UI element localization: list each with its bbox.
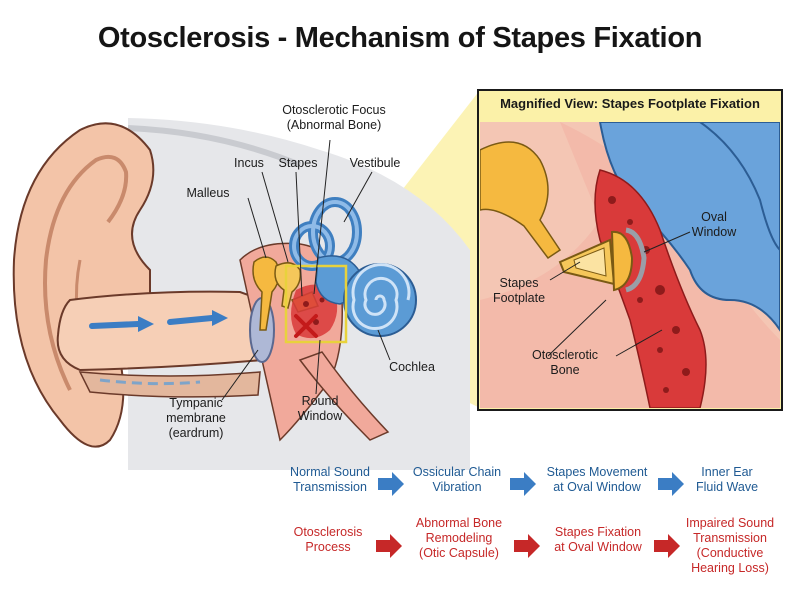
otosclerosis-flow-arrows bbox=[376, 534, 680, 558]
label-stapes: Stapes bbox=[278, 156, 318, 170]
flow-normal-step-3: Stapes Movement at Oval Window bbox=[546, 465, 648, 494]
magnified-otosclerotic-bone bbox=[594, 169, 707, 408]
label-incus: Incus bbox=[234, 156, 264, 170]
label-tympanic-membrane: Tympanic membrane (eardrum) bbox=[166, 396, 226, 440]
flow-normal-step-4: Inner Ear Fluid Wave bbox=[695, 465, 759, 494]
flow-otosclerosis-step-4: Impaired Sound Transmission (Conductive … bbox=[685, 516, 775, 575]
fixation-x bbox=[294, 314, 318, 338]
focus-box bbox=[284, 264, 348, 344]
label-otosclerotic-bone: Otosclerotic Bone bbox=[532, 348, 598, 377]
magnified-footplate bbox=[610, 230, 634, 292]
flow-normal-step-1: Normal Sound Transmission bbox=[290, 465, 370, 494]
flow-otosclerosis-step-2: Abnormal Bone Remodeling (Otic Capsule) bbox=[415, 516, 503, 560]
eustachian-tube bbox=[298, 351, 390, 441]
label-vestibule: Vestibule bbox=[349, 156, 401, 170]
sound-arrow-2 bbox=[167, 315, 215, 325]
label-oval-window: Oval Window bbox=[691, 210, 737, 239]
incus-shape bbox=[274, 262, 302, 309]
label-malleus: Malleus bbox=[186, 186, 230, 200]
page-title: Otosclerosis - Mechanism of Stapes Fixat… bbox=[97, 22, 703, 54]
magnified-view-title: Magnified View: Stapes Footplate Fixatio… bbox=[500, 96, 760, 111]
magnified-oval-window bbox=[625, 227, 647, 293]
flow-otosclerosis-step-3: Stapes Fixation at Oval Window bbox=[554, 525, 642, 554]
magnified-incus bbox=[480, 141, 562, 260]
flow-otosclerosis-step-1: Otosclerosis Process bbox=[293, 525, 363, 554]
flow-normal-step-2: Ossicular Chain Vibration bbox=[412, 465, 502, 494]
label-cochlea: Cochlea bbox=[389, 360, 435, 374]
sound-arrow-1 bbox=[89, 321, 141, 329]
label-otosclerotic-focus: Otosclerotic Focus (Abnormal Bone) bbox=[282, 103, 386, 132]
ear-canal bbox=[56, 290, 263, 372]
label-stapes-footplate: Stapes Footplate bbox=[492, 276, 546, 305]
normal-flow-arrows bbox=[378, 472, 684, 496]
label-round-window: Round Window bbox=[297, 394, 343, 423]
